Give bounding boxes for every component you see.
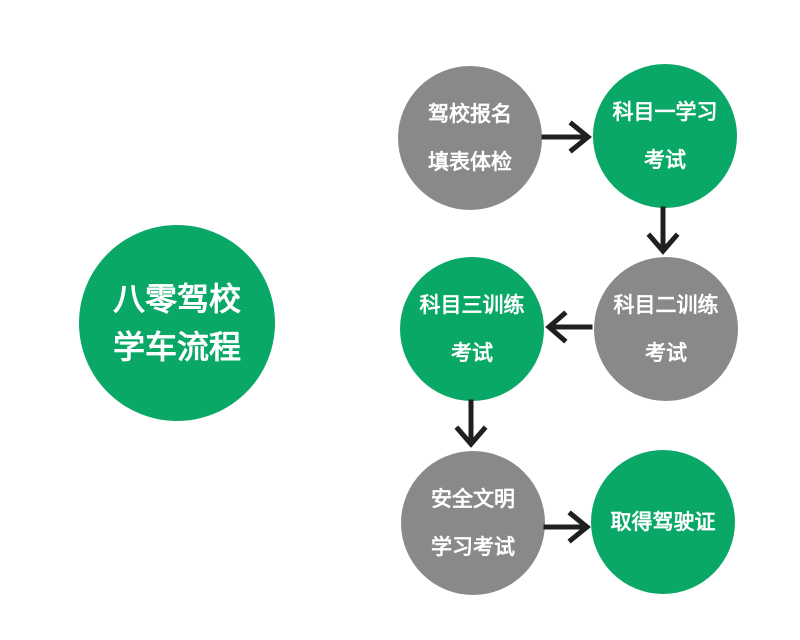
arrow-down-icon-2 [454,399,488,448]
step-register-line-1: 驾校报名 [428,102,512,126]
step-safety-circle: 安全文明 学习考试 [401,451,545,595]
arrow-right-icon-1 [541,120,592,154]
step-subject-one-circle: 科目一学习 考试 [593,64,737,208]
step-subject-two-line-2: 考试 [645,341,687,365]
title-line-2: 学车流程 [112,328,241,366]
step-subject-two-line-1: 科目二训练 [613,293,719,317]
step-license-line-1: 取得驾驶证 [610,510,716,534]
title-line-1: 八零驾校 [112,280,241,318]
step-register-line-2: 填表体检 [428,150,512,174]
step-subject-three-line-1: 科目三训练 [419,293,525,317]
arrow-right-icon-2 [543,510,591,544]
step-register-circle: 驾校报名 填表体检 [398,66,542,210]
step-license-circle: 取得驾驶证 [591,450,735,594]
step-safety-line-1: 安全文明 [431,487,515,511]
step-safety-line-2: 学习考试 [431,535,515,559]
arrow-down-icon-1 [646,206,680,255]
title-circle: 八零驾校 学车流程 [79,225,275,421]
step-subject-three-circle: 科目三训练 考试 [400,257,544,401]
step-subject-one-line-1: 科目一学习 [612,100,718,124]
step-subject-three-line-2: 考试 [451,341,493,365]
arrow-left-icon-1 [545,310,593,344]
step-subject-two-circle: 科目二训练 考试 [594,257,738,401]
step-subject-one-line-2: 考试 [644,148,686,172]
